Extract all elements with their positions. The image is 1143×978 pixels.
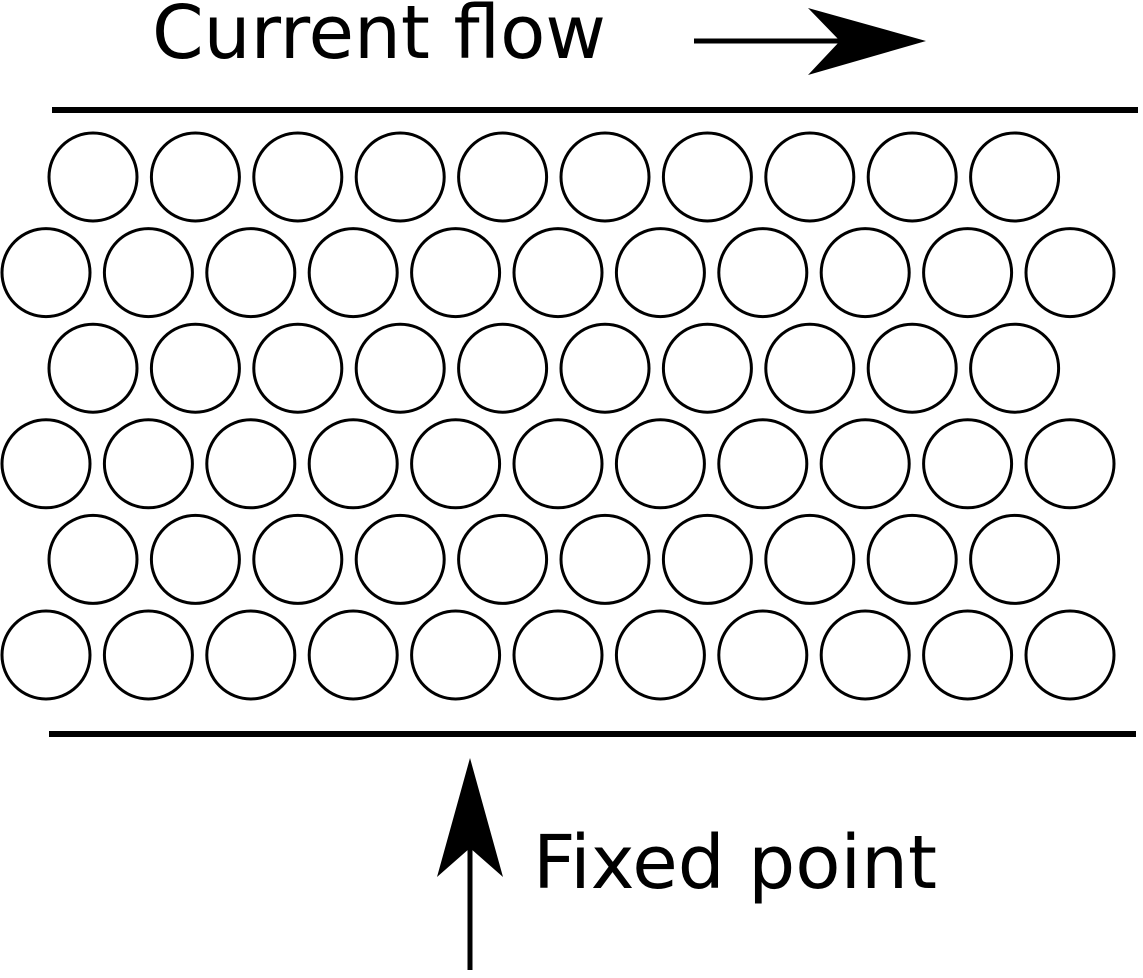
atom-circle — [764, 513, 856, 605]
atom-circle — [512, 227, 604, 319]
atom-circle — [614, 609, 706, 701]
atom-circle — [47, 322, 139, 414]
atom-circle — [559, 322, 651, 414]
atom-circle — [969, 513, 1061, 605]
atom-circle — [149, 322, 241, 414]
atom-circle — [457, 513, 549, 605]
atom-circle — [969, 322, 1061, 414]
atom-circle — [614, 418, 706, 510]
atom-circle — [819, 418, 911, 510]
atom-circle — [205, 418, 297, 510]
atom-circle — [307, 418, 399, 510]
atom-circle — [717, 227, 809, 319]
atom-circle — [512, 609, 604, 701]
atom-circle — [307, 609, 399, 701]
atom-circle — [922, 609, 1014, 701]
atom-circle — [354, 513, 446, 605]
atom-circle — [866, 513, 958, 605]
atom-circle — [559, 131, 651, 223]
atom-circle — [0, 609, 92, 701]
atom-circle — [969, 131, 1061, 223]
atom-circle — [0, 418, 92, 510]
atom-circle — [819, 609, 911, 701]
atom-circle — [1024, 227, 1116, 319]
atom-circle — [205, 227, 297, 319]
atom-circle — [512, 418, 604, 510]
atom-circle — [47, 513, 139, 605]
atom-circle — [717, 609, 809, 701]
atom-circle — [661, 513, 753, 605]
atom-circle — [354, 322, 446, 414]
atom-circle — [252, 322, 344, 414]
atom-circle — [102, 227, 194, 319]
atom-circle — [819, 227, 911, 319]
atom-circle — [102, 609, 194, 701]
atom-circle — [410, 227, 502, 319]
atom-circle — [559, 513, 651, 605]
atom-circle — [457, 322, 549, 414]
atom-circle — [922, 418, 1014, 510]
atom-circle — [866, 131, 958, 223]
atom-circle — [307, 227, 399, 319]
atom-circle — [252, 131, 344, 223]
atom-circle — [205, 609, 297, 701]
atom-circle — [922, 227, 1014, 319]
atom-circle — [661, 322, 753, 414]
atom-circle — [0, 227, 92, 319]
atom-circle — [149, 513, 241, 605]
atom-circle — [866, 322, 958, 414]
atom-circle — [410, 609, 502, 701]
atom-circle — [102, 418, 194, 510]
fixed-point-arrow — [437, 758, 503, 970]
current-flow-label: Current flow — [152, 0, 606, 76]
atom-circle — [47, 131, 139, 223]
atom-circle — [1024, 609, 1116, 701]
atom-circle — [717, 418, 809, 510]
atom-lattice — [0, 131, 1116, 701]
atom-circle — [764, 322, 856, 414]
atom-circle — [457, 131, 549, 223]
atom-circle — [764, 131, 856, 223]
current-flow-arrow — [694, 8, 926, 75]
fixed-point-label: Fixed point — [533, 820, 937, 906]
atom-circle — [354, 131, 446, 223]
atom-circle — [614, 227, 706, 319]
atom-circle — [661, 131, 753, 223]
atom-circle — [252, 513, 344, 605]
atom-circle — [410, 418, 502, 510]
atom-circle — [1024, 418, 1116, 510]
atom-circle — [149, 131, 241, 223]
